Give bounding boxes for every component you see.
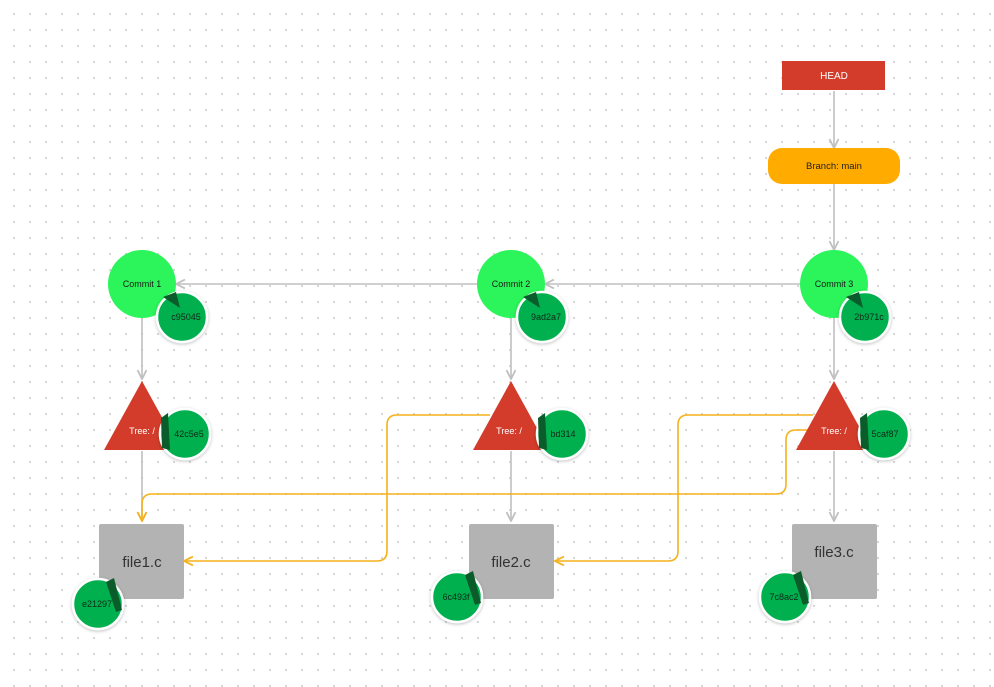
file-hash-badge: e21297 xyxy=(71,577,125,631)
head-box xyxy=(782,61,885,90)
tree-node-3[interactable]: Tree: / 5caf87 xyxy=(796,381,911,461)
tree-node-1[interactable]: Tree: / 42c5e5 xyxy=(104,381,212,461)
commit-node-1[interactable]: Commit 1 c95045 xyxy=(108,250,209,344)
tree-triangle xyxy=(796,381,872,450)
commit-circle xyxy=(108,250,176,318)
file-label: file2.c xyxy=(491,554,531,571)
file-hash: 6c493f xyxy=(442,592,470,602)
file-hash-badge: 6c493f xyxy=(430,570,484,624)
file-node-1[interactable]: file1.c e21297 xyxy=(71,524,184,631)
tree-label: Tree: / xyxy=(496,426,522,436)
file-box xyxy=(469,524,554,599)
commit-label: Commit 2 xyxy=(492,279,531,289)
file-node-3[interactable]: file3.c 7c8ac2 xyxy=(758,524,877,624)
edge-tree-3-to-file-1 xyxy=(142,429,812,521)
file-hash-badge: 7c8ac2 xyxy=(758,570,812,624)
commit-hash: 9ad2a7 xyxy=(531,312,561,322)
branch-node[interactable]: Branch: main xyxy=(768,148,900,184)
commit-hash-badge: 2b971c xyxy=(838,290,892,344)
head-node[interactable]: HEAD xyxy=(782,61,885,90)
file-box xyxy=(792,524,877,599)
file-hash: 7c8ac2 xyxy=(769,592,798,602)
edge-tree-2-to-file-1 xyxy=(184,414,490,561)
commit-hash-badge: 9ad2a7 xyxy=(515,290,569,344)
commit-hash: c95045 xyxy=(171,312,201,322)
file-label: file1.c xyxy=(122,554,162,571)
edges xyxy=(142,91,834,561)
head-label: HEAD xyxy=(820,71,848,82)
commit-node-3[interactable]: Commit 3 2b971c xyxy=(800,250,892,344)
commit-hash-badge: c95045 xyxy=(155,290,209,344)
file-node-2[interactable]: file2.c 6c493f xyxy=(430,524,554,624)
file-label: file3.c xyxy=(814,544,854,561)
tree-hash: 42c5e5 xyxy=(174,429,204,439)
commit-hash: 2b971c xyxy=(854,312,884,322)
file-box xyxy=(99,524,184,599)
tree-hash-badge: 5caf87 xyxy=(857,407,911,461)
commit-label: Commit 1 xyxy=(123,279,162,289)
commit-node-2[interactable]: Commit 2 9ad2a7 xyxy=(477,250,569,344)
tree-node-2[interactable]: Tree: / bd314 xyxy=(473,381,589,461)
tree-hash: bd314 xyxy=(550,429,575,439)
tree-label: Tree: / xyxy=(821,426,847,436)
edge-tree-3-to-file-2 xyxy=(555,414,813,561)
commit-label: Commit 3 xyxy=(815,279,854,289)
tree-hash: 5caf87 xyxy=(871,429,898,439)
file-hash: e21297 xyxy=(82,599,112,609)
branch-label: Branch: main xyxy=(806,161,862,172)
branch-pill xyxy=(768,148,900,184)
tree-label: Tree: / xyxy=(129,426,155,436)
tree-hash-badge: 42c5e5 xyxy=(158,407,212,461)
tree-triangle xyxy=(473,381,549,450)
tree-hash-badge: bd314 xyxy=(535,407,589,461)
